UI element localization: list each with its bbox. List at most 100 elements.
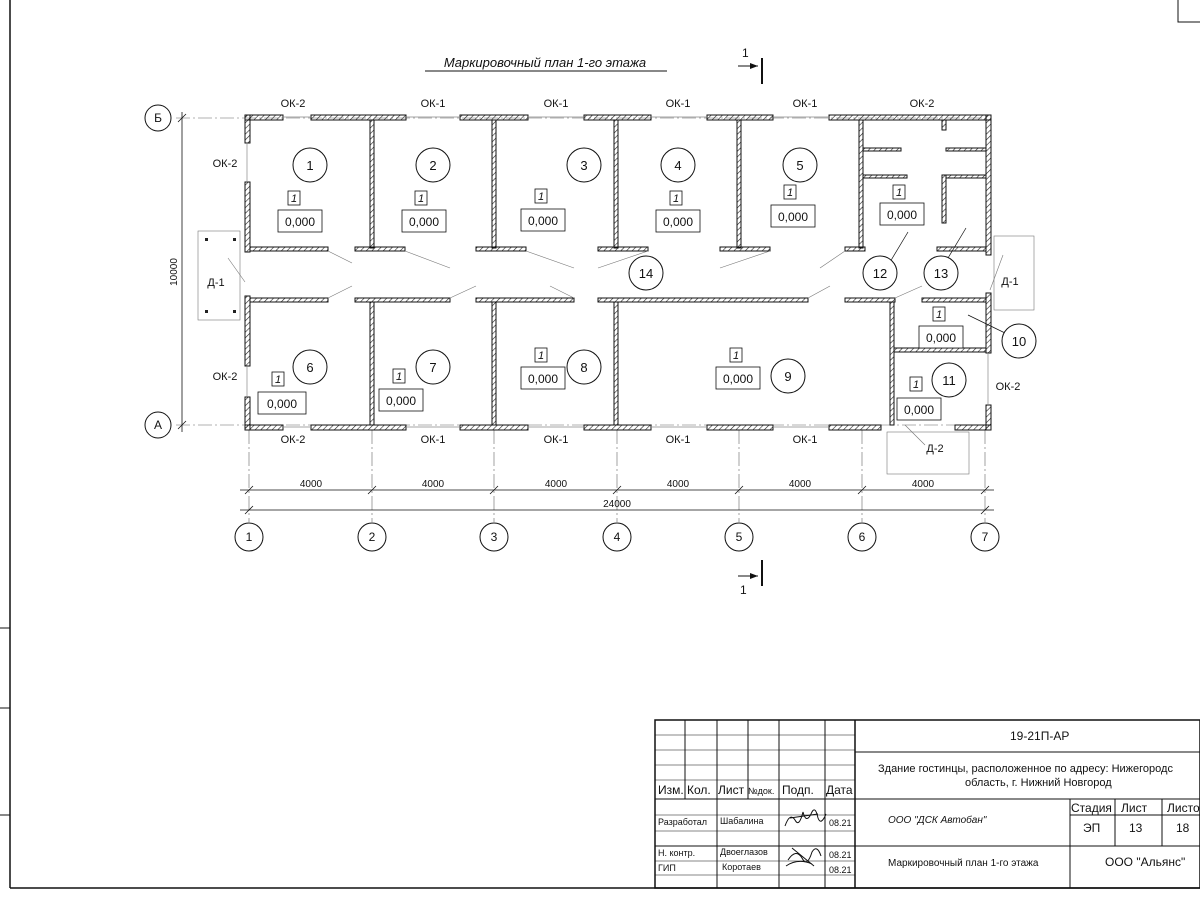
floor-mark: 1 [673, 193, 679, 205]
window-label: ОК-2 [281, 98, 306, 110]
organization-name: ООО "Альянс" [1105, 855, 1186, 869]
section-mark-top: 1 [738, 46, 763, 84]
window-label: ОК-1 [421, 434, 446, 446]
role-chief-engineer: ГИП [658, 863, 676, 873]
floor-mark: 1 [787, 187, 793, 199]
room-circles [292, 147, 1037, 398]
sheet-value: 13 [1129, 821, 1143, 835]
level-value: 0,000 [887, 208, 917, 222]
axis-label: 7 [982, 530, 989, 544]
room-number: 3 [580, 158, 587, 173]
name-developer: Шабалина [720, 816, 764, 826]
axis-label: 2 [369, 530, 376, 544]
span-dimension: 4000 [667, 479, 690, 490]
room-numbers: 1 2 3 4 5 6 7 8 9 10 11 12 13 14 [306, 158, 1026, 388]
header-kol: Кол. [687, 783, 711, 797]
room-number: 12 [873, 266, 887, 281]
level-value: 0,000 [386, 394, 416, 408]
level-value: 0,000 [926, 331, 956, 345]
section-label-top: 1 [742, 46, 749, 60]
level-value: 0,000 [409, 215, 439, 229]
axis-label: 3 [491, 530, 498, 544]
name-chief-engineer: Коротаев [722, 862, 761, 872]
header-ndok: №док. [748, 786, 775, 796]
span-dimension: 4000 [789, 479, 812, 490]
sheet-title: Маркировочный план 1-го этажа [888, 858, 1039, 869]
header-list: Лист [718, 783, 745, 797]
window-label: ОК-1 [793, 98, 818, 110]
dimension-lines [177, 112, 994, 515]
window-label: ОК-1 [666, 434, 691, 446]
walls [244, 114, 992, 431]
window-label: ОК-2 [213, 158, 238, 170]
title-block: 19-21П-АР Здание гостинцы, расположенное… [655, 720, 1200, 888]
date-norm-control: 08.21 [829, 850, 852, 860]
axis-label: 6 [859, 530, 866, 544]
window-label: ОК-2 [910, 98, 935, 110]
window-label: ОК-1 [666, 98, 691, 110]
axis-label: 5 [736, 530, 743, 544]
room-number: 13 [934, 266, 948, 281]
level-value: 0,000 [723, 372, 753, 386]
door-label: Д-1 [1001, 276, 1018, 288]
floor-mark: 1 [291, 193, 297, 205]
room-number: 8 [580, 360, 587, 375]
level-value: 0,000 [528, 372, 558, 386]
level-value: 0,000 [528, 214, 558, 228]
floor-mark: 1 [913, 379, 919, 391]
overall-length-dimension: 24000 [603, 499, 631, 510]
drawing-title: Маркировочный план 1-го этажа [444, 55, 646, 70]
floor-mark: 1 [538, 191, 544, 203]
role-developer: Разработал [658, 817, 707, 827]
level-value: 0,000 [663, 215, 693, 229]
window-label: ОК-2 [281, 434, 306, 446]
company-name: ООО "ДСК Автобан" [888, 815, 987, 826]
window-labels: ОК-2 ОК-1 ОК-1 ОК-1 ОК-1 ОК-2 ОК-2 ОК-1 … [213, 98, 1021, 446]
door-label: Д-1 [207, 277, 224, 289]
window-label: ОК-1 [793, 434, 818, 446]
window-label: ОК-2 [213, 371, 238, 383]
sheet-header: Лист [1121, 801, 1148, 815]
sheets-header: Листо [1167, 801, 1200, 815]
level-value: 0,000 [285, 215, 315, 229]
door-swings [197, 230, 1035, 475]
room-leaders [889, 227, 1006, 334]
name-norm-control: Двоеглазов [720, 847, 768, 857]
room-number: 11 [942, 373, 956, 388]
level-value: 0,000 [904, 403, 934, 417]
floor-marks: 1 1 1 1 1 1 1 1 1 1 1 1 [275, 187, 942, 391]
object-name-line1: Здание гостинцы, расположенное по адресу… [878, 763, 1173, 775]
window-label: ОК-2 [996, 381, 1021, 393]
window-label: ОК-1 [544, 98, 569, 110]
window-label: ОК-1 [421, 98, 446, 110]
floor-mark: 1 [538, 350, 544, 362]
door-markers [205, 238, 236, 313]
axis-label: 4 [614, 530, 621, 544]
sheets-value: 18 [1176, 821, 1190, 835]
signatures [784, 809, 827, 867]
span-dimension: 4000 [912, 479, 935, 490]
floor-mark: 1 [396, 371, 402, 383]
window-label: ОК-1 [544, 434, 569, 446]
floor-mark: 1 [733, 350, 739, 362]
axis-label: А [154, 418, 162, 432]
axis-label: 1 [246, 530, 253, 544]
room-number: 10 [1012, 334, 1026, 349]
level-boxes [257, 202, 964, 421]
axis-bubbles [144, 104, 1000, 552]
header-izm: Изм. [658, 783, 684, 797]
dimension-texts: 4000 4000 4000 4000 4000 4000 24000 1000… [169, 258, 935, 510]
date-chief-engineer: 08.21 [829, 865, 852, 875]
floor-mark: 1 [936, 309, 942, 321]
section-mark-bottom: 1 [738, 560, 763, 597]
door-label: Д-2 [926, 443, 943, 455]
floor-mark-boxes [271, 184, 946, 392]
room-number: 2 [429, 158, 436, 173]
drawing-code: 19-21П-АР [1010, 729, 1070, 743]
span-dimension: 4000 [545, 479, 568, 490]
axis-label: Б [154, 111, 162, 125]
level-value: 0,000 [267, 397, 297, 411]
axis-labels: Б А 1 2 3 4 5 6 7 [154, 111, 989, 544]
span-dimension: 4000 [422, 479, 445, 490]
